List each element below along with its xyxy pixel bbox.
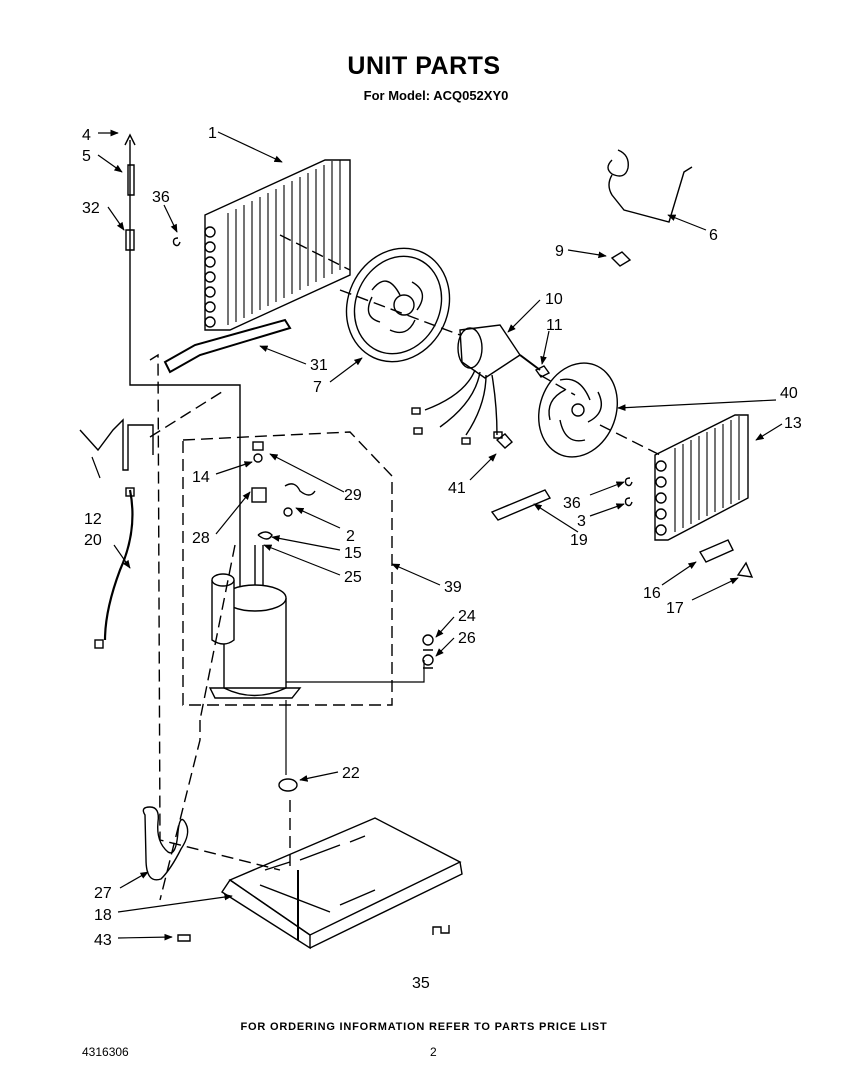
callout-24: 24 — [458, 608, 476, 625]
drain-tube — [142, 806, 189, 881]
refrigerant-tubing — [79, 133, 292, 649]
callout-9: 9 — [555, 243, 564, 260]
page-number: 2 — [430, 1045, 437, 1059]
callout-35: 35 — [412, 975, 430, 992]
support-wire — [607, 149, 693, 223]
callout-7: 7 — [313, 379, 322, 396]
callout-14: 14 — [192, 469, 210, 486]
model-line: For Model: ACQ052XY0 — [363, 88, 509, 103]
callout-41: 41 — [448, 480, 466, 497]
callout-19: 19 — [570, 532, 588, 549]
small-parts — [172, 237, 754, 578]
callout-6: 6 — [709, 227, 718, 244]
callout-2: 2 — [346, 528, 355, 545]
callout-20: 20 — [84, 532, 102, 549]
callout-25: 25 — [344, 569, 362, 586]
callout-31: 31 — [310, 357, 328, 374]
fan-motor — [411, 324, 541, 445]
callout-36-right: 36 — [563, 495, 581, 512]
callout-13: 13 — [784, 415, 802, 432]
leader-lines — [149, 234, 661, 901]
compressor — [208, 487, 302, 699]
compressor-box — [182, 431, 393, 706]
callout-27: 27 — [94, 885, 112, 902]
callout-22: 22 — [342, 765, 360, 782]
callout-43: 43 — [94, 932, 112, 949]
ordering-note: FOR ORDERING INFORMATION REFER TO PARTS … — [240, 1021, 608, 1033]
callout-40: 40 — [780, 385, 798, 402]
callout-18: 18 — [94, 907, 112, 924]
callout-12: 12 — [84, 511, 102, 528]
document-number: 4316306 — [82, 1045, 129, 1059]
callout-29: 29 — [344, 487, 362, 504]
callout-3: 3 — [577, 513, 586, 530]
fan-shroud — [345, 247, 451, 363]
callout-15: 15 — [344, 545, 362, 562]
callout-39: 39 — [444, 579, 462, 596]
callout-11: 11 — [546, 317, 563, 334]
callout-1: 1 — [208, 125, 217, 142]
part-callouts: 1 2 3 4 5 6 7 9 10 11 12 13 14 15 16 17 … — [82, 125, 802, 992]
base-pan — [221, 817, 463, 950]
callout-5: 5 — [82, 148, 91, 165]
callout-10: 10 — [545, 291, 563, 308]
callout-17: 17 — [666, 600, 684, 617]
callout-36-top: 36 — [152, 189, 170, 206]
blower-wheel — [537, 362, 619, 458]
callout-28: 28 — [192, 530, 210, 547]
callout-26: 26 — [458, 630, 476, 647]
evaporator-coil — [654, 414, 749, 541]
page-title: UNIT PARTS — [347, 52, 501, 80]
condenser-coil — [204, 159, 351, 331]
callout-16: 16 — [643, 585, 661, 602]
callout-4: 4 — [82, 127, 91, 144]
callout-32: 32 — [82, 200, 100, 217]
